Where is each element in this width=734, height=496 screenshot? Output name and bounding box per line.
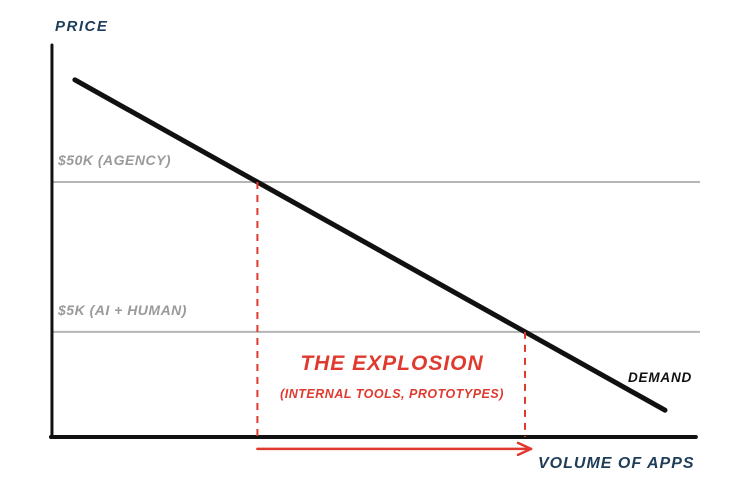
annotation-subtitle: (INTERNAL TOOLS, PROTOTYPES) bbox=[280, 387, 504, 401]
annotation-title: THE EXPLOSION bbox=[300, 352, 484, 375]
y-axis-label: PRICE bbox=[55, 18, 109, 35]
demand-series-label: DEMAND bbox=[628, 370, 693, 385]
ref-line-label-50k: $50K (AGENCY) bbox=[58, 152, 172, 168]
ref-line-label-5k: $5K (AI + HUMAN) bbox=[58, 302, 187, 318]
x-axis-label: VOLUME OF APPS bbox=[538, 455, 695, 472]
